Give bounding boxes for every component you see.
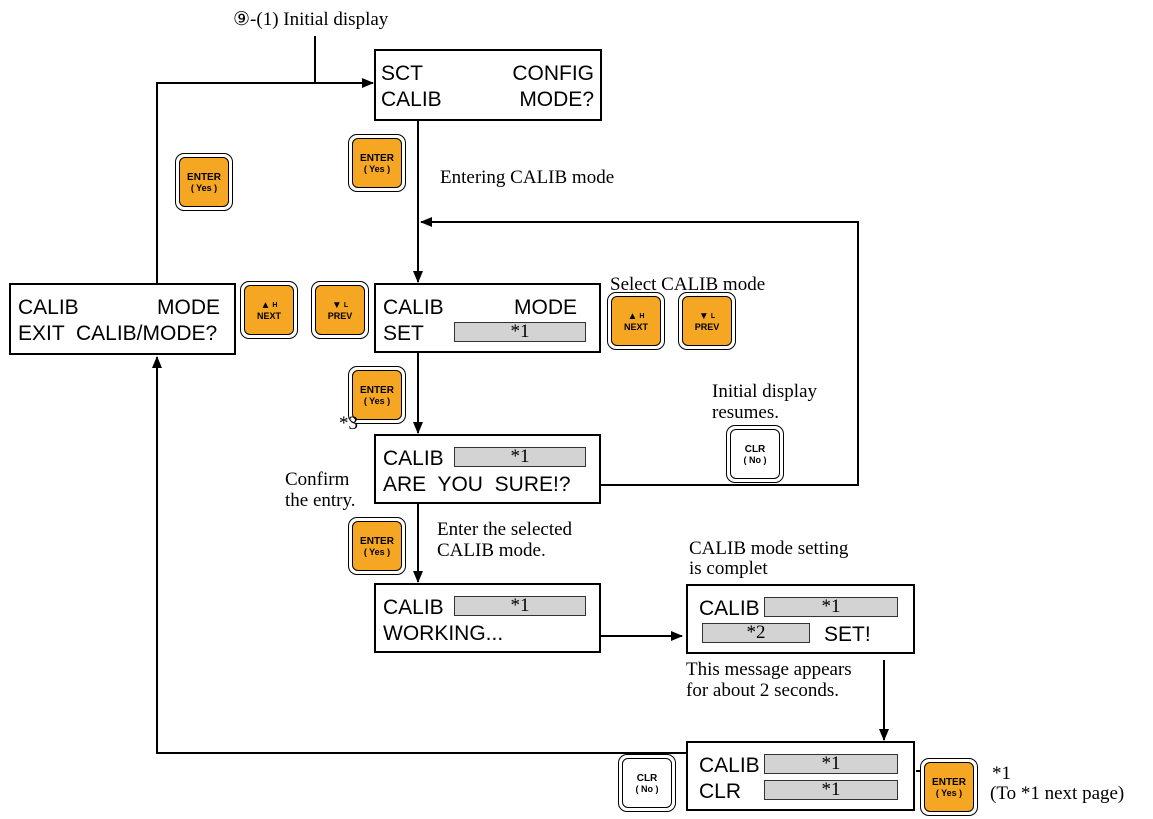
- display-text: WORKING...: [383, 622, 504, 645]
- caption-confirm-2: the entry.: [285, 490, 356, 511]
- caption-complete-2: is complet: [689, 558, 768, 579]
- caption-select-calib: Select CALIB mode: [610, 274, 766, 295]
- caption-complete-1: CALIB mode setting: [689, 538, 849, 559]
- up-arrow-icon: ▲: [627, 310, 638, 322]
- clr-no-key[interactable]: CLR( No ): [618, 754, 676, 812]
- mode-field: *1: [454, 322, 586, 342]
- mode-field: *1: [764, 780, 898, 800]
- caption-resume-1: Initial display: [712, 381, 818, 402]
- display-text: MODE: [157, 296, 220, 319]
- display-working: CALIB *1 WORKING...: [374, 583, 601, 653]
- display-text: SET: [383, 322, 424, 345]
- caption-enter-selected-1: Enter the selected: [437, 519, 573, 540]
- caption-message-2: for about 2 seconds.: [686, 680, 840, 701]
- clr-no-key[interactable]: CLR( No ): [726, 425, 784, 483]
- down-arrow-icon: ▼: [331, 299, 342, 311]
- prev-down-key[interactable]: ▼L PREV: [311, 281, 369, 339]
- arrow-clr-return: [420, 217, 859, 486]
- enter-yes-key[interactable]: ENTER( Yes ): [348, 517, 406, 575]
- diagram-title: ⑨-(1) Initial display: [233, 9, 389, 30]
- display-text: CALIB: [699, 754, 760, 777]
- enter-yes-key[interactable]: ENTER( Yes ): [175, 153, 233, 211]
- display-text: CALIB: [383, 296, 444, 319]
- down-arrow-icon: ▼: [698, 310, 709, 322]
- mode-field: *1: [764, 754, 898, 774]
- prev-down-key[interactable]: ▼L PREV: [678, 292, 736, 350]
- mode-field: *1: [764, 597, 898, 617]
- display-text: ARE YOU SURE!?: [383, 473, 571, 496]
- display-text: CALIB: [383, 596, 444, 619]
- caption-message-1: This message appears: [686, 659, 852, 680]
- mode-field: *1: [454, 596, 586, 616]
- display-text: CALIB: [381, 88, 442, 111]
- display-calib-clr: CALIB *1 CLR *1: [686, 741, 915, 811]
- caption-next-page-1: *1: [992, 763, 1011, 784]
- display-exit-calib-mode: CALIB MODE EXIT CALIB/MODE?: [9, 283, 236, 355]
- arrow-clr-to-exit: [152, 356, 686, 754]
- display-text: CLR: [699, 780, 742, 803]
- display-text: MODE: [514, 296, 577, 319]
- caption-next-page-2: (To *1 next page): [990, 783, 1125, 804]
- enter-yes-key[interactable]: ENTER( Yes ): [348, 134, 406, 192]
- next-up-key[interactable]: ▲H NEXT: [240, 281, 298, 339]
- enter-yes-key[interactable]: ENTER( Yes ): [920, 758, 978, 816]
- caption-star3: *3: [339, 413, 358, 434]
- display-text: CALIB: [383, 447, 444, 470]
- next-up-key[interactable]: ▲H NEXT: [607, 292, 665, 350]
- mode-field: *1: [454, 447, 586, 467]
- display-text: SET!: [824, 623, 871, 646]
- display-set-complete: CALIB *1 *2 SET!: [686, 584, 915, 654]
- display-text: MODE?: [519, 88, 594, 111]
- display-text: EXIT CALIB/MODE?: [18, 322, 218, 345]
- setting-field: *2: [702, 623, 810, 643]
- caption-resume-2: resumes.: [712, 402, 780, 423]
- caption-entering-calib: Entering CALIB mode: [440, 167, 615, 188]
- display-sct-config: SCT CONFIG CALIB MODE?: [374, 49, 602, 121]
- caption-confirm-1: Confirm: [285, 469, 350, 490]
- up-arrow-icon: ▲: [260, 299, 271, 311]
- display-text: CALIB: [699, 597, 760, 620]
- caption-enter-selected-2: CALIB mode.: [437, 540, 546, 561]
- display-text: CONFIG: [512, 62, 594, 85]
- display-are-you-sure: CALIB *1 ARE YOU SURE!?: [374, 434, 601, 504]
- enter-yes-key[interactable]: ENTER( Yes ): [348, 366, 406, 424]
- display-text: SCT: [381, 62, 423, 85]
- display-text: CALIB: [18, 296, 79, 319]
- display-calib-mode-set: CALIB MODE SET *1: [374, 283, 601, 353]
- arrow-loop-to-config: [156, 78, 374, 283]
